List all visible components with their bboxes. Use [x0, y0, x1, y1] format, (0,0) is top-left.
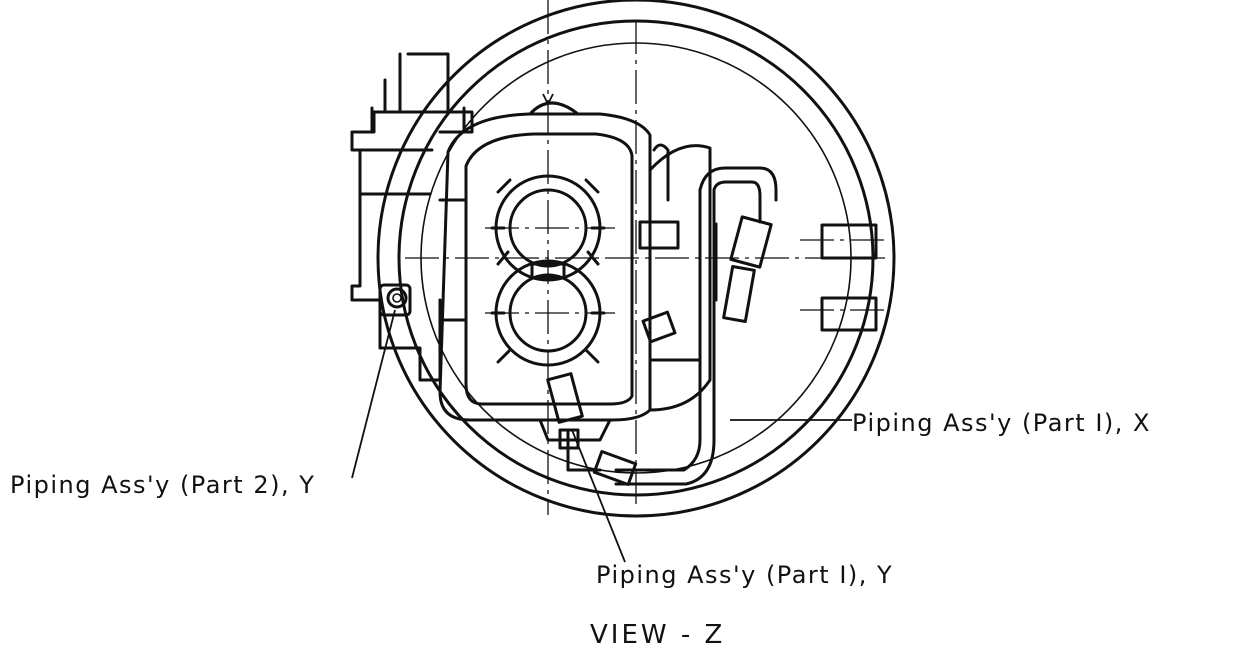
- solenoid-actuator: [350, 52, 474, 382]
- label-piping-part1-x: Piping Ass'y (Part I), X: [852, 409, 1151, 437]
- pump-housing: [438, 101, 652, 422]
- gear-pair: [490, 174, 606, 367]
- flange-lugs: [820, 223, 878, 332]
- center-lines: [405, 0, 885, 515]
- label-piping-part2-y: Piping Ass'y (Part 2), Y: [10, 471, 316, 499]
- label-piping-part1-y: Piping Ass'y (Part I), Y: [596, 561, 894, 589]
- outer-flange-ring: [376, 0, 896, 518]
- view-title: VIEW - Z: [590, 620, 726, 650]
- leader-lines: [351, 93, 852, 563]
- piping-part1-y-fitting: [538, 372, 612, 472]
- rear-body: [638, 143, 712, 412]
- piping-assembly-part1: [592, 166, 778, 486]
